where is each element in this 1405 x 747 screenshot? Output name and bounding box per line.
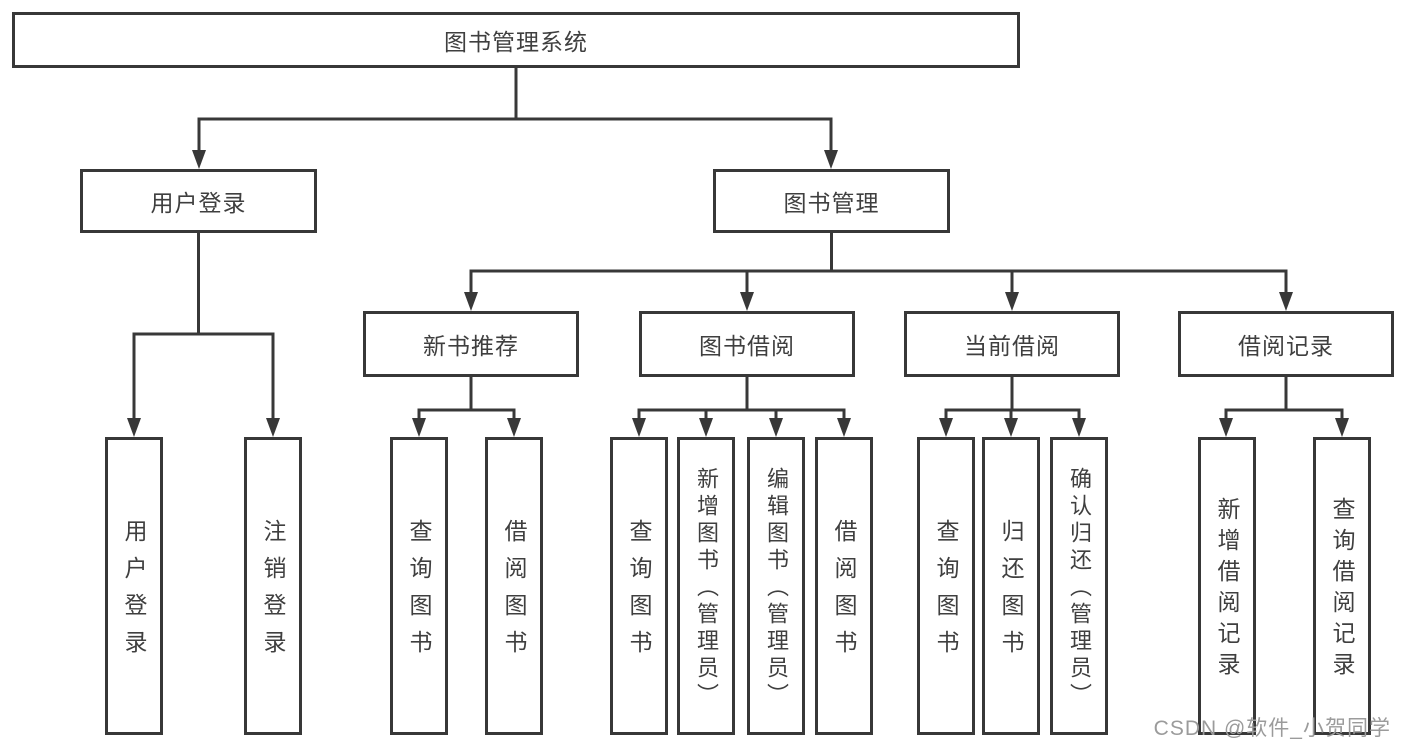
- node-label: 编辑图书（管理员）: [764, 467, 789, 710]
- node-label: 借阅图书: [831, 519, 857, 667]
- connector-level3-to-leaves: [412, 376, 1349, 437]
- node-book-borrowing: 图书借阅: [639, 311, 855, 377]
- node-label: 注销登录: [260, 519, 286, 667]
- node-label: 归还图书: [998, 519, 1024, 667]
- node-label: 查询图书: [406, 519, 432, 667]
- leaf-return-books: 归还图书: [982, 437, 1040, 735]
- node-borrowing-records: 借阅记录: [1178, 311, 1394, 377]
- csdn-watermark: CSDN @软件_小贺同学: [1153, 717, 1391, 740]
- node-current-borrowing: 当前借阅: [904, 311, 1120, 377]
- leaf-query-books-current: 查询图书: [917, 437, 975, 735]
- node-label: 查询借阅记录: [1329, 497, 1355, 683]
- node-label: 新增借阅记录: [1214, 497, 1240, 683]
- leaf-query-books-borrowing: 查询图书: [610, 437, 668, 735]
- node-user-login: 用户登录: [80, 169, 317, 233]
- node-label: 图书管理系统: [444, 29, 588, 55]
- leaf-borrow-books-borrowing: 借阅图书: [815, 437, 873, 735]
- leaf-query-borrow-record: 查询借阅记录: [1313, 437, 1371, 735]
- node-label: 借阅记录: [1238, 333, 1334, 359]
- leaf-confirm-return-admin: 确认归还（管理员）: [1050, 437, 1108, 735]
- leaf-logout: 注销登录: [244, 437, 302, 735]
- node-label: 查询图书: [626, 519, 652, 667]
- node-label: 借阅图书: [501, 519, 527, 667]
- node-label: 查询图书: [933, 519, 959, 667]
- connector-root-to-level2: [192, 68, 838, 169]
- leaf-add-book-admin: 新增图书（管理员）: [677, 437, 735, 735]
- node-label: 用户登录: [150, 190, 247, 216]
- node-book-management: 图书管理: [713, 169, 950, 233]
- node-label: 新增图书（管理员）: [694, 467, 719, 710]
- leaf-add-borrow-record: 新增借阅记录: [1198, 437, 1256, 735]
- connector-user-login-children: [127, 232, 280, 437]
- leaf-query-books-recommend: 查询图书: [390, 437, 448, 735]
- node-new-book-recommendation: 新书推荐: [363, 311, 579, 377]
- leaf-borrow-books-recommend: 借阅图书: [485, 437, 543, 735]
- node-label: 当前借阅: [964, 333, 1060, 359]
- connector-book-management-children: [464, 232, 1293, 311]
- node-label: 图书借阅: [699, 333, 795, 359]
- node-label: 确认归还（管理员）: [1067, 467, 1092, 710]
- leaf-user-login: 用户登录: [105, 437, 163, 735]
- node-label: 用户登录: [121, 519, 147, 667]
- node-label: 图书管理: [783, 190, 880, 216]
- leaf-edit-book-admin: 编辑图书（管理员）: [747, 437, 805, 735]
- node-library-management-system: 图书管理系统: [12, 12, 1020, 68]
- node-label: 新书推荐: [423, 333, 519, 359]
